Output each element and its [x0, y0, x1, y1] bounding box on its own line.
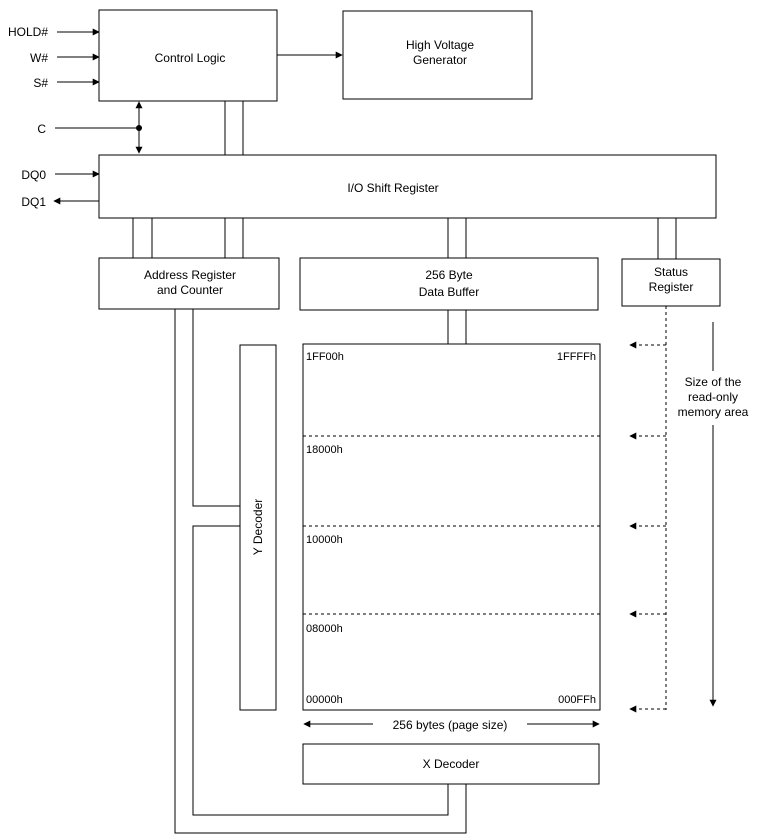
- hv-generator-label-line1: High Voltage: [406, 38, 474, 52]
- address-register-label-line2: and Counter: [157, 283, 223, 297]
- io-to-address-bus: [132, 218, 244, 258]
- signal-w: W#: [30, 51, 100, 65]
- readonly-size-indicator: Size of the read-only memory area: [678, 322, 749, 707]
- status-readonly-pointers: [629, 306, 667, 713]
- status-register-block: Status Register: [621, 258, 721, 307]
- io-to-status-bus: [657, 218, 677, 259]
- y-decoder-block: Y Decoder: [239, 344, 277, 711]
- page-size-dimension: 256 bytes (page size): [303, 718, 600, 732]
- signal-dq0: DQ0: [21, 168, 100, 182]
- signal-s-label: S#: [33, 76, 48, 90]
- signal-hold: HOLD#: [8, 25, 100, 39]
- status-register-label-line1: Status: [654, 265, 688, 279]
- io-shift-register-block: I/O Shift Register: [98, 154, 717, 219]
- memory-array: 1FF00h 1FFFFh 18000h 10000h 08000h 00000…: [302, 343, 601, 711]
- addr-18000: 18000h: [306, 444, 343, 456]
- y-decoder-label: Y Decoder: [251, 499, 265, 555]
- address-to-decoders-wiring: [174, 309, 467, 834]
- signal-dq1-label: DQ1: [21, 195, 46, 209]
- signal-dq1: DQ1: [21, 195, 99, 209]
- addr-000ff: 000FFh: [558, 694, 596, 706]
- signal-dq0-label: DQ0: [21, 168, 46, 182]
- signal-w-label: W#: [30, 51, 48, 65]
- signal-c: C: [37, 101, 143, 154]
- readonly-label-line1: Size of the: [685, 375, 742, 389]
- signal-hold-label: HOLD#: [8, 25, 48, 39]
- addr-10000: 10000h: [306, 534, 343, 546]
- data-buffer-block: 256 Byte Data Buffer: [299, 257, 599, 311]
- io-shift-register-label: I/O Shift Register: [347, 181, 438, 195]
- high-voltage-generator-block: High Voltage Generator: [342, 10, 533, 100]
- buffer-to-array-bus: [447, 310, 467, 344]
- address-register-block: Address Register and Counter: [98, 257, 280, 310]
- page-size-label: 256 bytes (page size): [393, 718, 508, 732]
- x-decoder-block: X Decoder: [302, 743, 600, 785]
- control-to-io-bus: [224, 101, 244, 155]
- x-decoder-label: X Decoder: [423, 757, 480, 771]
- data-buffer-label-line2: Data Buffer: [419, 285, 479, 299]
- addr-00000: 00000h: [306, 694, 343, 706]
- readonly-label-line2: read-only: [688, 390, 738, 404]
- addr-1ffff: 1FFFFh: [557, 351, 596, 363]
- readonly-label-line3: memory area: [678, 405, 749, 419]
- signal-s: S#: [33, 76, 100, 90]
- control-logic-label: Control Logic: [155, 51, 226, 65]
- data-buffer-label-line1: 256 Byte: [425, 268, 473, 282]
- hv-generator-label-line2: Generator: [413, 53, 467, 67]
- control-logic-block: Control Logic: [98, 9, 278, 102]
- signal-c-label: C: [37, 122, 46, 136]
- address-register-label-line1: Address Register: [144, 268, 236, 282]
- addr-1ff00: 1FF00h: [306, 351, 344, 363]
- status-register-label-line2: Register: [649, 280, 694, 294]
- io-to-data-buffer-bus: [447, 218, 467, 258]
- addr-08000: 08000h: [306, 623, 343, 635]
